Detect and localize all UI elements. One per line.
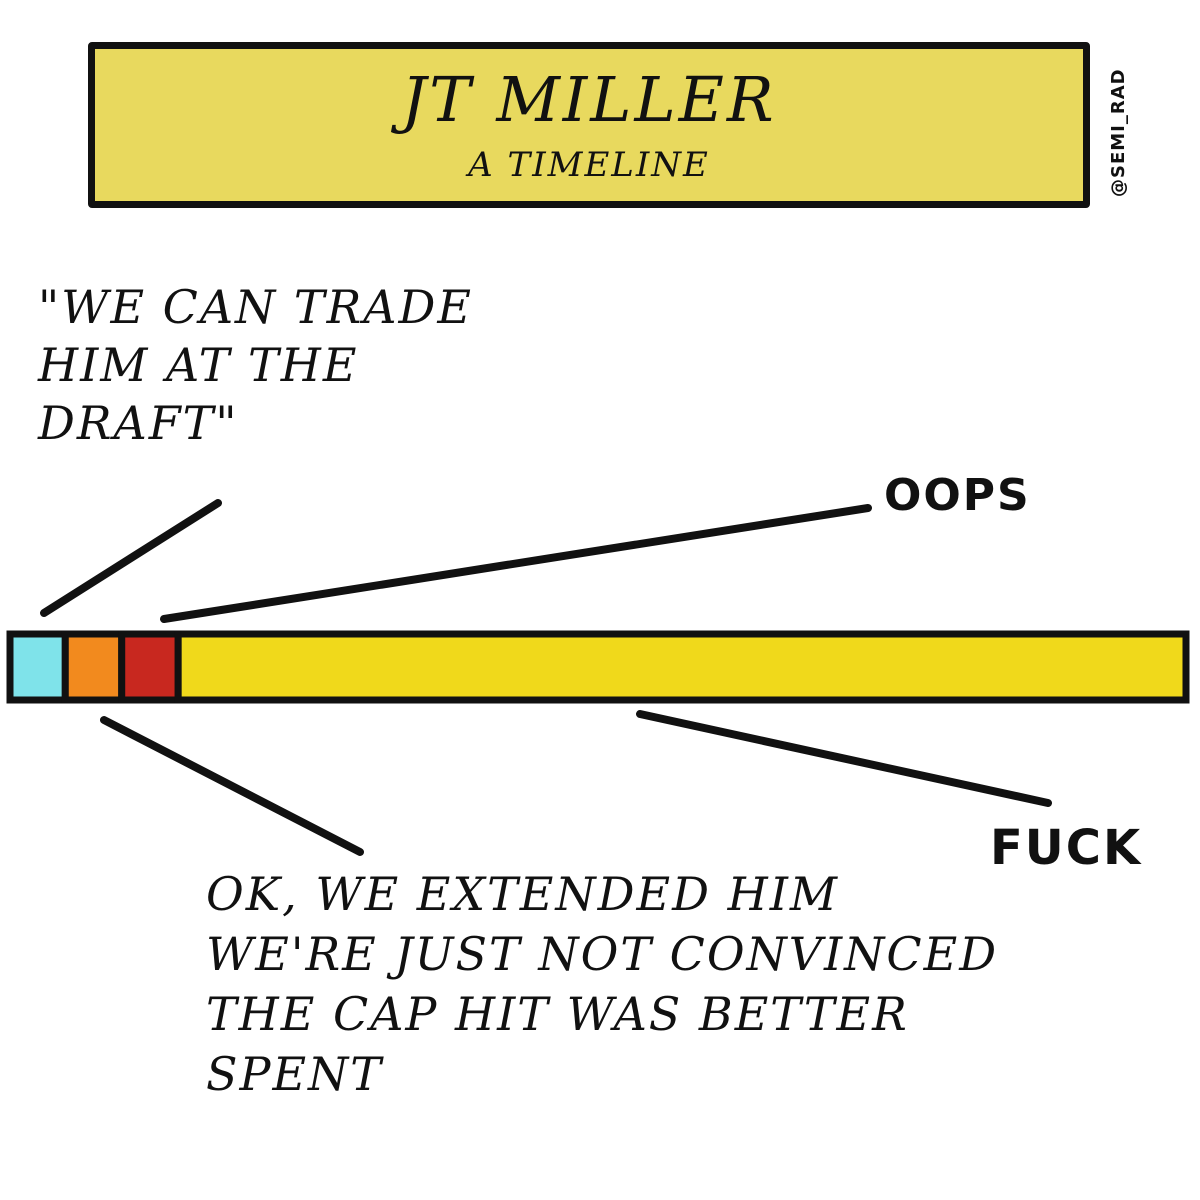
timeline-segment-3 [118,630,182,704]
oops-text: OOPS [884,470,1031,521]
draft-quote-text: "WE CAN TRADE HIM AT THE DRAFT" [38,280,473,450]
timeline-segment-1 [6,630,69,704]
timeline-segment-4 [174,630,1190,704]
page-title: JT MILLER [401,63,777,136]
extension-leader-line [100,716,364,856]
timeline-bar [6,630,1190,704]
fuck-leader-line [636,710,1052,807]
title-banner: JT MILLER A TIMELINE [88,42,1090,208]
draft-leader-line [40,499,222,617]
fuck-text: FUCK [990,820,1143,876]
extension-quote-text: OK, WE EXTENDED HIM WE'RE JUST NOT CONVI… [206,867,999,1101]
oops-leader-line [160,504,872,623]
timeline-segment-2 [61,630,126,704]
page-subtitle: A TIMELINE [468,145,710,185]
